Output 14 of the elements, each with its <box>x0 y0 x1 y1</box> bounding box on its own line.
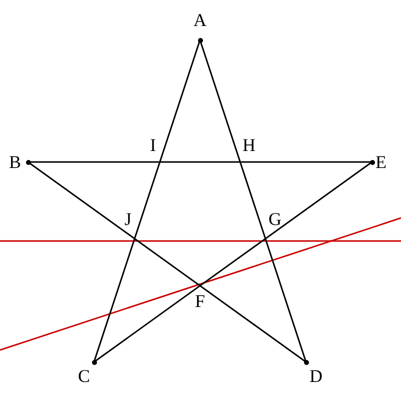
point-label: H <box>242 136 256 154</box>
line-segment <box>93 40 201 362</box>
line-segment <box>28 161 372 163</box>
point-label: D <box>310 367 322 385</box>
point-label: E <box>376 153 386 171</box>
point-label: A <box>194 11 206 29</box>
point-label: F <box>195 292 205 310</box>
point-label: J <box>124 210 132 228</box>
point-label: G <box>268 210 282 228</box>
point-label: B <box>9 153 21 171</box>
line-segment <box>28 161 306 363</box>
point-label: I <box>150 136 156 154</box>
line-segment <box>94 161 372 363</box>
point-label: C <box>78 367 90 385</box>
